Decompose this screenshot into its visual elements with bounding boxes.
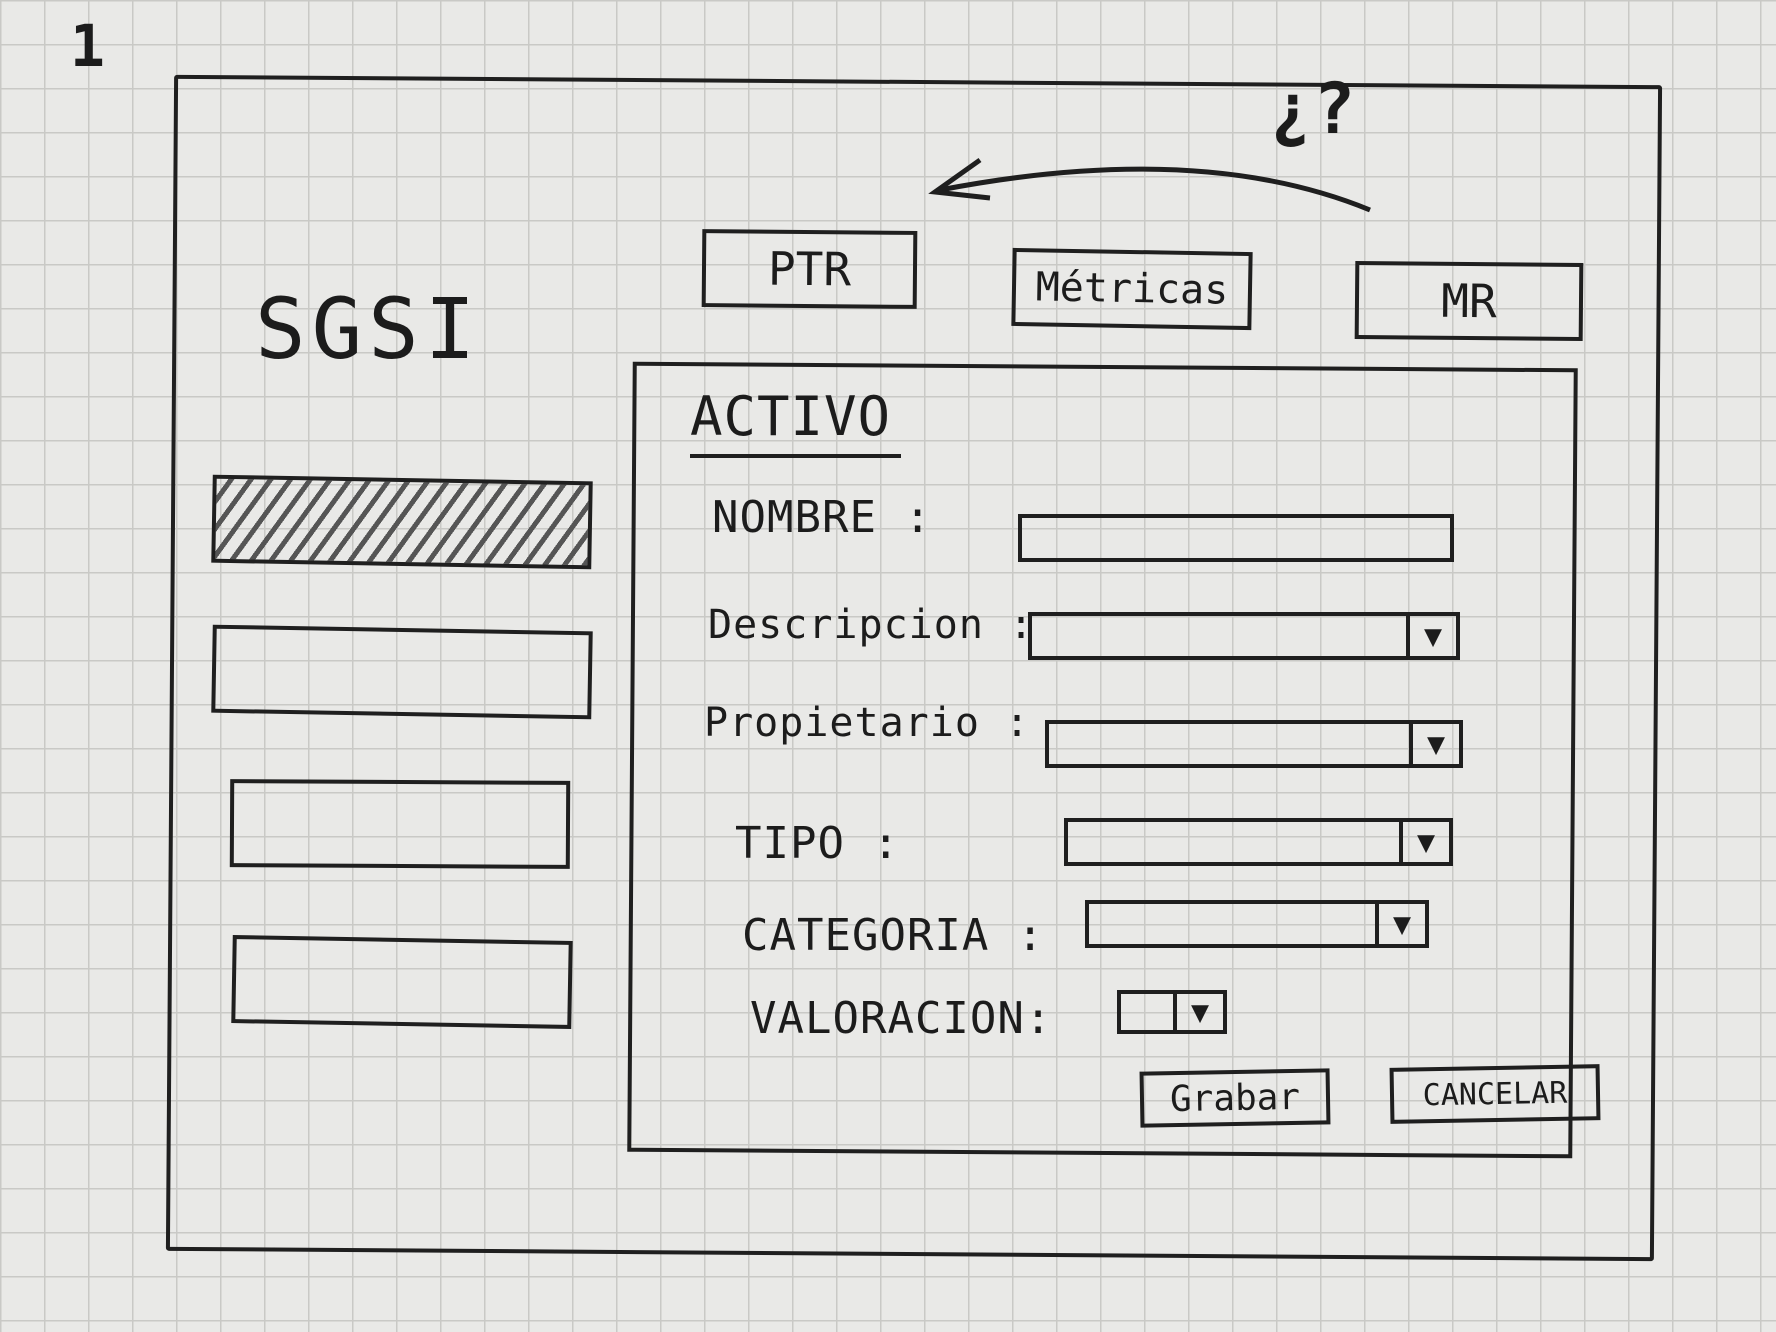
valoracion-select[interactable]: ▼ (1117, 990, 1227, 1034)
nombre-input[interactable] (1018, 514, 1454, 562)
chevron-down-icon[interactable]: ▼ (1409, 724, 1459, 764)
categoria-label: CATEGORIA : (742, 910, 1045, 961)
tab-ptr[interactable]: PTR (701, 229, 918, 309)
form-title: ACTIVO (690, 385, 902, 458)
propietario-select[interactable]: ▼ (1045, 720, 1463, 768)
tab-mr[interactable]: MR (1354, 261, 1584, 341)
descripcion-label: Descripcion : (708, 602, 1035, 648)
app-brand: SGSI (255, 280, 482, 378)
chevron-down-icon[interactable]: ▼ (1406, 616, 1456, 656)
tipo-select[interactable]: ▼ (1064, 818, 1453, 866)
help-icon[interactable]: ¿? (1270, 68, 1357, 150)
nombre-label: NOMBRE : (712, 492, 932, 543)
chevron-down-icon[interactable]: ▼ (1173, 994, 1223, 1030)
descripcion-select[interactable]: ▼ (1028, 612, 1460, 660)
arrow-left-icon (928, 157, 1371, 213)
propietario-label: Propietario : (704, 700, 1031, 746)
sidebar-item[interactable] (211, 624, 593, 720)
valoracion-label: VALORACION: (750, 993, 1053, 1044)
chevron-down-icon[interactable]: ▼ (1399, 822, 1449, 862)
sidebar-item[interactable] (229, 779, 571, 869)
cancel-button[interactable]: CANCELAR (1389, 1064, 1601, 1124)
sidebar-item[interactable] (231, 935, 573, 1029)
tipo-label: TIPO : (735, 818, 900, 869)
categoria-select[interactable]: ▼ (1085, 900, 1429, 948)
page-number-mark: 1 (70, 12, 106, 80)
chevron-down-icon[interactable]: ▼ (1375, 904, 1425, 944)
tab-metricas[interactable]: Métricas (1011, 247, 1253, 331)
sidebar-item-selected[interactable] (211, 474, 593, 570)
save-button[interactable]: Grabar (1139, 1068, 1331, 1128)
